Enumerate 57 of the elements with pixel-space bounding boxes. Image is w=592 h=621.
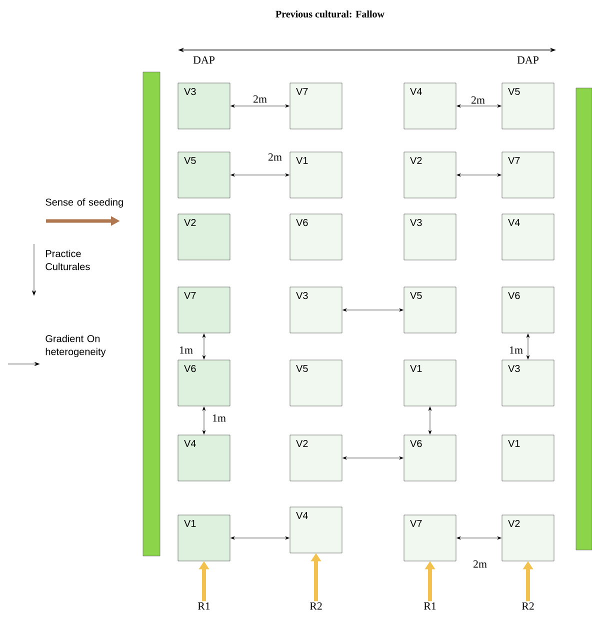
plot-box: V3: [178, 82, 230, 130]
plot-box: V5: [178, 152, 230, 198]
legend-text: Practice Culturales: [46, 250, 90, 270]
replicate-label: R2: [310, 602, 322, 610]
plot-box: V6: [404, 434, 456, 482]
arrow: [456, 104, 502, 108]
plot-box: V3: [502, 360, 554, 406]
arrow: [342, 456, 404, 460]
arrow: [456, 536, 502, 540]
plot-box: V4: [290, 506, 342, 554]
arrow: [230, 104, 290, 108]
arrow: [526, 334, 530, 360]
edge-label: 2m: [473, 560, 487, 568]
plot-box: V1: [502, 434, 554, 482]
replicate-label: R1: [424, 602, 436, 610]
edge-label: 2m: [471, 96, 485, 104]
replicate-label: R2: [522, 602, 534, 610]
plot-box: V1: [178, 514, 230, 562]
plot-box: V5: [502, 82, 554, 130]
legend-text: Sense of seeding: [46, 198, 123, 208]
plot-box: V6: [178, 360, 230, 406]
plot-box: V2: [290, 434, 342, 482]
edge-label: 1m: [510, 346, 523, 354]
plot-box: V3: [404, 214, 456, 260]
edge-label: 1m: [212, 414, 226, 422]
arrow: [202, 406, 206, 434]
column-header: DAP: [193, 56, 215, 64]
title: Previous cultural: Fallow: [276, 10, 384, 18]
arrow: [456, 173, 502, 177]
plot-box: V7: [502, 152, 554, 198]
plot-box: V2: [502, 514, 554, 562]
legend-text: Gradient On heterogeneity: [46, 334, 106, 358]
plot-box: V1: [404, 360, 456, 406]
edge-label: 1m: [180, 346, 193, 354]
arrow: [428, 406, 432, 434]
plot-box: V6: [502, 286, 554, 334]
plot-box: V2: [178, 214, 230, 260]
plot-box: V4: [502, 214, 554, 260]
replicate-label: R1: [198, 602, 210, 610]
plot-box: V1: [290, 152, 342, 198]
arrow: [230, 173, 290, 177]
plot-box: V4: [178, 434, 230, 482]
edge-label: 2m: [268, 153, 282, 161]
arrow: [230, 536, 290, 540]
edge-label: 2m: [253, 95, 267, 103]
plot-box: V3: [290, 286, 342, 334]
column-header: DAP: [517, 56, 539, 64]
plot-box: V2: [404, 152, 456, 198]
plot-box: V4: [404, 82, 456, 130]
plot-box: V5: [290, 360, 342, 406]
plot-box: V7: [404, 514, 456, 562]
plot-box: V7: [178, 286, 230, 334]
arrow: [342, 308, 404, 312]
arrow: [202, 334, 206, 360]
plot-box: V6: [290, 214, 342, 260]
plot-box: V7: [290, 82, 342, 130]
plot-box: V5: [404, 286, 456, 334]
